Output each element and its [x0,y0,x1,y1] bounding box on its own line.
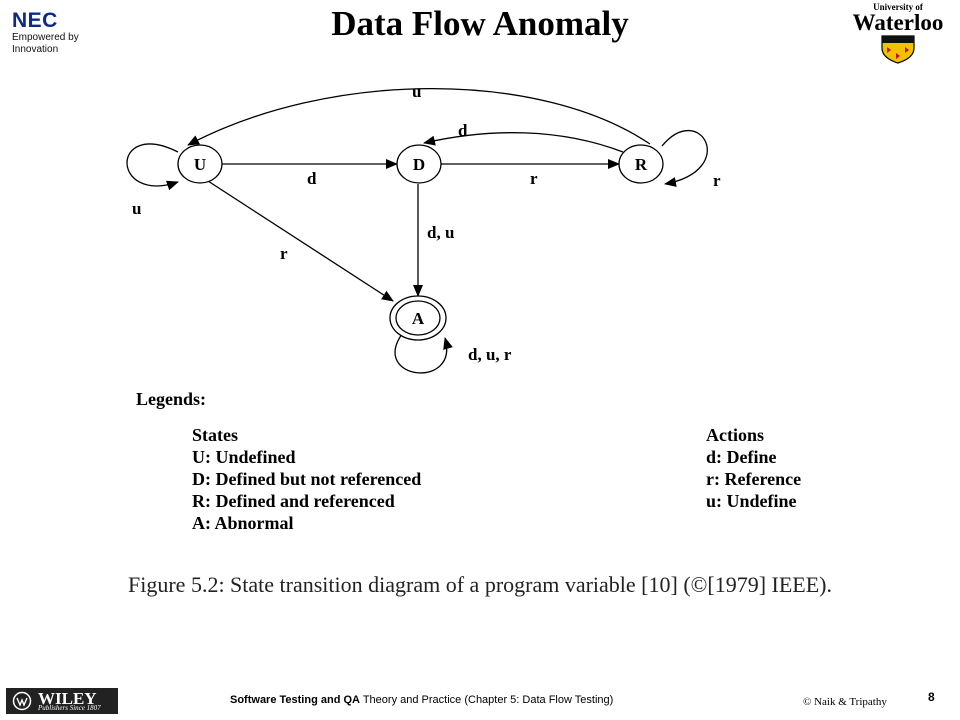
nec-logo-tagline: Empowered by Innovation [12,32,79,55]
actions-heading: Actions [706,425,764,445]
nec-logo-word: NEC [12,9,58,32]
figure-caption: Figure 5.2: State transition diagram of … [128,572,832,597]
states-legend: States U: Undefined D: Defined but not r… [192,424,421,534]
transition-r-u [187,88,651,146]
edge-label-d-a: d, u [427,223,454,242]
slide-title: Data Flow Anomaly [331,4,629,43]
transition-u-a [207,180,394,302]
edge-label-r-d: d [458,121,468,140]
edge-label-a-a: d, u, r [468,345,512,364]
states-heading: States [192,425,238,445]
state-label-d: D [413,155,425,174]
state-transition-diagram: U D R A u d r r d, u d u r d, u, r [126,82,721,374]
waterloo-logo-small: University of [873,2,923,12]
wiley-logo: WILEY Publishers Since 1807 [6,688,118,714]
state-label-u: U [194,155,206,174]
actions-legend: Actions d: Define r: Reference u: Undefi… [706,424,801,512]
transition-u-u [126,143,179,191]
state-legend-u: U: Undefined [192,447,296,467]
nec-logo: NEC Empowered by Innovation [12,10,122,56]
transition-a-a [394,333,453,374]
edge-label-r-u: u [412,82,421,101]
wiley-emblem-icon [12,691,32,711]
action-legend-u: u: Undefine [706,491,797,511]
footer-copyright: © Naik & Tripathy [803,696,887,708]
footer-book-rest: Theory and Practice (Chapter 5: Data Flo… [359,694,614,706]
edge-label-u-a: r [280,244,288,263]
state-node-d [396,144,442,184]
footer-book-bold: Software Testing and QA [230,694,360,706]
state-legend-a: A: Abnormal [192,513,294,533]
waterloo-logo: University of Waterloo [842,2,954,69]
transition-r-r [661,130,708,187]
wiley-logo-sub: Publishers Since 1807 [38,704,101,712]
edge-label-d-r: r [530,169,538,188]
state-node-a-inner [395,300,441,336]
state-node-u [177,144,223,184]
page-number: 8 [928,690,935,704]
action-legend-d: d: Define [706,447,777,467]
edge-label-r-r: r [713,171,721,190]
footer-book-title: Software Testing and QA Theory and Pract… [230,694,613,706]
state-label-a: A [412,309,425,328]
state-legend-d: D: Defined but not referenced [192,469,422,489]
legends-title: Legends: [136,389,207,409]
edge-label-u-u: u [132,199,141,218]
wiley-logo-word: WILEY [38,689,97,708]
waterloo-logo-word: Waterloo [852,10,944,35]
state-legend-r: R: Defined and referenced [192,491,395,511]
edge-label-u-d: d [307,169,317,188]
state-node-r [618,144,664,184]
waterloo-crest-icon [881,35,915,64]
states-legend-clip: States U: Undefined D: Defined but not r… [180,420,500,534]
transition-r-d [423,132,624,153]
action-legend-r: r: Reference [706,469,802,489]
state-label-r: R [635,155,648,174]
